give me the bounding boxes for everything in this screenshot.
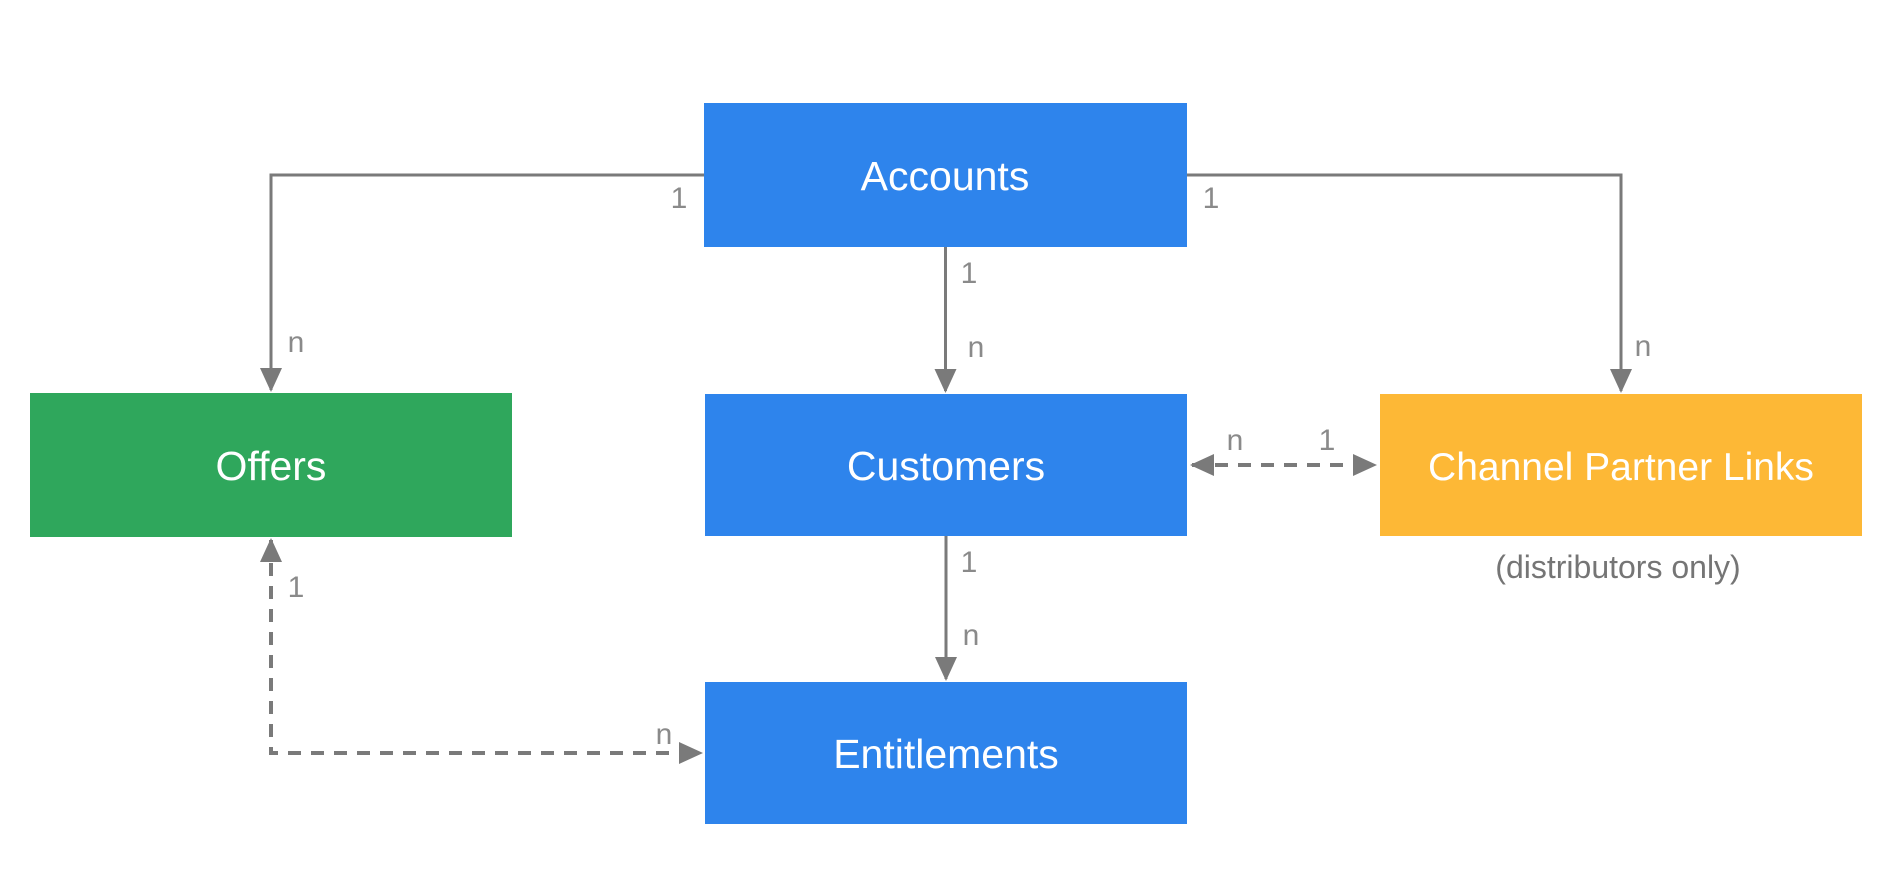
node-customers-rect (705, 394, 1187, 536)
node-accounts-label: Accounts (861, 153, 1030, 199)
node-customers-label: Customers (847, 443, 1045, 489)
edge-offers-entitlements-to-label: n (656, 718, 673, 751)
edge-accounts-cpl-to-label: n (1635, 330, 1652, 363)
edge-offers-entitlements (260, 538, 703, 764)
edge-accounts-offers (260, 173, 704, 392)
node-channel-partner-links-note: (distributors only) (1495, 549, 1740, 585)
edge-customers-entitlements-from-label: 1 (961, 546, 978, 579)
edge-customers-cpl-to-label: 1 (1319, 424, 1336, 457)
node-customers: Customers (705, 394, 1187, 536)
edge-accounts-cpl-from-label: 1 (1203, 182, 1220, 215)
node-channel-partner-links-label: Channel Partner Links (1428, 446, 1814, 489)
edge-accounts-offers-from-label: 1 (671, 182, 688, 215)
node-offers: Offers (30, 393, 512, 537)
edge-customers-entitlements-to-label: n (963, 619, 980, 652)
edge-accounts-customers-from-label: 1 (961, 257, 978, 290)
node-entitlements-rect (705, 682, 1187, 824)
edge-offers-entitlements-from-label: 1 (288, 571, 305, 604)
edge-accounts-customers-to-label: n (968, 331, 985, 364)
node-accounts: Accounts (704, 103, 1187, 247)
node-offers-rect (30, 393, 512, 537)
node-entitlements-label: Entitlements (833, 731, 1059, 777)
node-offers-label: Offers (216, 443, 327, 489)
edge-accounts-offers-to-label: n (288, 326, 305, 359)
edge-customers-cpl-from-label: n (1227, 424, 1244, 457)
edge-accounts-channel-partner-links (1187, 173, 1632, 393)
node-entitlements: Entitlements (705, 682, 1187, 824)
node-channel-partner-links: Channel Partner Links (distributors only… (1380, 394, 1862, 585)
node-accounts-rect (704, 103, 1187, 247)
node-channel-partner-links-rect (1380, 394, 1862, 536)
